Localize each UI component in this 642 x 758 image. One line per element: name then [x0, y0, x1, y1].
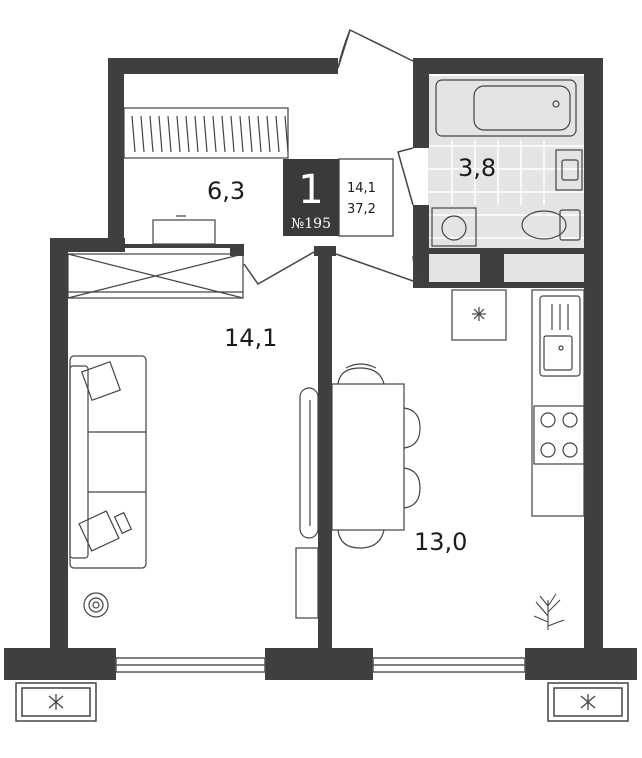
sofa [69, 355, 147, 569]
living-area: 14,1 [347, 181, 376, 196]
storage-rack [123, 107, 289, 159]
room-area-balcony: 6,3 [207, 177, 245, 205]
entrance-door[interactable] [337, 28, 416, 69]
wardrobe [67, 253, 244, 299]
apartment-badge: 1 №195 14,1 37,2 [283, 158, 394, 237]
bathtub [435, 79, 577, 137]
fridge [451, 289, 507, 341]
washing-machine [431, 207, 477, 247]
outdoor-ac-units [15, 682, 629, 722]
tv-stand [295, 387, 319, 619]
room-area-bathroom: 3,8 [458, 154, 496, 182]
room-area-bedroom: 14,1 [224, 324, 277, 352]
dining-set [331, 363, 421, 549]
rooms-count: 1 [298, 167, 323, 213]
toilet [521, 209, 581, 241]
apartment-number: №195 [291, 216, 331, 232]
snowflake-icon [472, 307, 486, 321]
windows [115, 657, 526, 673]
washbasin [555, 149, 583, 191]
interior-doors [243, 147, 417, 285]
bathroom-floor [428, 76, 584, 282]
balcony-desk [152, 215, 216, 245]
kitchen-counter [531, 289, 585, 517]
room-area-kitchen-living: 13,0 [414, 528, 467, 556]
floor-lamp [83, 592, 109, 618]
plant-icon [533, 593, 565, 630]
total-area: 37,2 [347, 202, 376, 217]
walls [4, 58, 637, 680]
